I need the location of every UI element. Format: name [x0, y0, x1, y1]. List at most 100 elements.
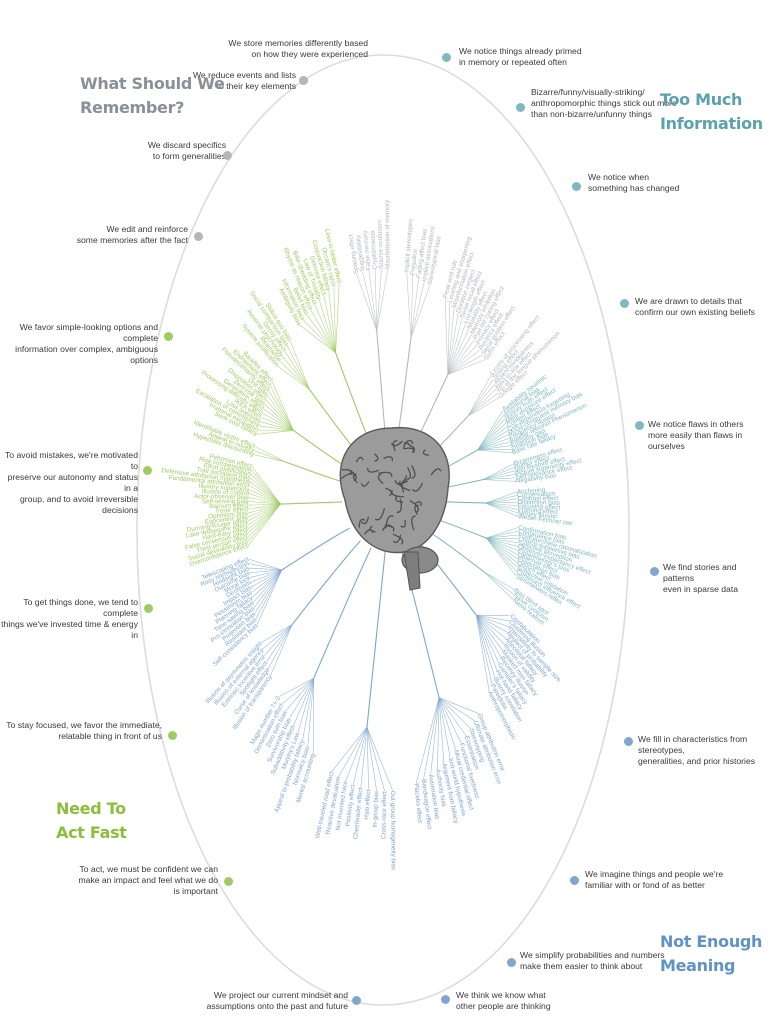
branch-line	[476, 615, 508, 633]
branch-line	[438, 697, 462, 744]
branch-line	[430, 697, 440, 775]
branch-line	[260, 417, 294, 431]
annotation-text: We notice flaws in others more easily th…	[648, 419, 744, 451]
bias-label: Cryptomnesia	[369, 230, 379, 270]
brain-fold	[397, 475, 408, 486]
branch-line	[250, 569, 282, 588]
annotation-dot	[142, 465, 152, 475]
branch-line	[486, 537, 519, 540]
branch-line	[485, 502, 519, 517]
brain-fold	[412, 482, 424, 492]
branch-line	[410, 284, 431, 339]
annotation-text: We notice things already primed in memor…	[459, 46, 582, 67]
branch-line	[447, 302, 451, 375]
bias-label: Illusory superiority	[198, 483, 250, 494]
annotation-dot	[351, 995, 361, 1005]
brain-fold	[383, 456, 394, 462]
bias-label: Prejudice	[409, 248, 419, 275]
branch-line	[476, 615, 493, 685]
brain-fold	[385, 487, 393, 497]
annotation-dot	[167, 730, 177, 740]
annotation-text: To get things done, we tend to complete …	[1, 597, 138, 640]
branch-line	[438, 697, 476, 722]
branch-line	[485, 491, 517, 504]
branch-line	[297, 678, 315, 734]
branch-line	[254, 450, 286, 463]
branch-line	[438, 697, 451, 757]
brain-fold	[406, 467, 412, 480]
branch-line	[268, 624, 293, 669]
annotation-dot	[623, 736, 633, 746]
branch-line	[477, 449, 513, 454]
bias-label: Anchoring	[517, 487, 546, 496]
branch-line	[477, 422, 507, 451]
annotation-text: We reduce events and lists to their key …	[192, 70, 296, 91]
branch-line	[486, 537, 519, 547]
branch-line	[286, 345, 310, 390]
branch-line	[302, 678, 315, 741]
branch-line	[447, 338, 476, 375]
branch-line	[261, 412, 294, 431]
bias-label: Illusion of control	[202, 488, 250, 497]
bias-label: Out-group homogeneity bias	[389, 791, 397, 871]
branch-line	[477, 430, 509, 451]
annotation-dot	[619, 298, 629, 308]
branch-line	[486, 537, 518, 551]
branch-line	[264, 624, 293, 656]
branch-line	[477, 445, 512, 451]
brain-fold	[411, 515, 416, 531]
branch-line	[366, 726, 393, 791]
branch-line	[447, 343, 479, 375]
branch-line	[250, 477, 281, 505]
branch-line	[447, 333, 473, 375]
branch-line	[410, 277, 420, 338]
branch-line	[248, 503, 281, 506]
annotation-text: We favor simple-looking options and comp…	[15, 322, 158, 365]
branch-line	[356, 273, 378, 331]
branch-line	[254, 446, 286, 463]
bias-label: Optimism bias	[208, 510, 248, 521]
branch-line	[247, 503, 281, 526]
branch-line	[447, 354, 484, 375]
branch-line	[486, 534, 519, 539]
brain-fold	[422, 449, 429, 456]
brain-fold	[355, 456, 364, 463]
branch-line	[423, 697, 440, 780]
branch-line	[259, 421, 294, 431]
branch-line	[477, 426, 508, 451]
annotation-text: We think we know what other people are t…	[456, 990, 551, 1011]
annotation-dot	[571, 181, 581, 191]
branch-line	[360, 727, 368, 788]
annotation-text: We find stories and patterns even in spa…	[663, 562, 739, 594]
branch-line	[310, 309, 336, 353]
branch-line	[376, 268, 382, 331]
annotation-dot	[506, 957, 516, 967]
branch-line	[447, 349, 481, 375]
branch-line	[467, 397, 500, 417]
branch-line	[438, 697, 467, 737]
branch-line	[447, 359, 486, 375]
branch-line	[318, 299, 336, 353]
branch-line	[482, 479, 516, 482]
brain-fold	[408, 444, 416, 453]
annotation-dot	[440, 994, 450, 1004]
brain-fold	[392, 533, 404, 545]
outer-ring	[136, 54, 630, 1006]
branch-line	[263, 408, 294, 431]
branch-line	[312, 678, 315, 754]
branch-line	[406, 272, 412, 338]
annotation-text: We project our current mindset and assum…	[206, 990, 348, 1011]
branch-line	[467, 392, 499, 417]
bias-label: Cross-race effect	[380, 791, 388, 839]
branch-line	[477, 448, 512, 451]
branch-line	[251, 569, 282, 593]
branch-line	[374, 269, 378, 331]
branch-line	[284, 350, 310, 390]
branch-line	[289, 677, 315, 719]
annotation-dot	[223, 876, 233, 886]
bias-label: Conservatism	[517, 491, 556, 499]
branch-line	[255, 569, 283, 620]
branch-line	[477, 437, 510, 451]
branch-line	[248, 503, 281, 510]
